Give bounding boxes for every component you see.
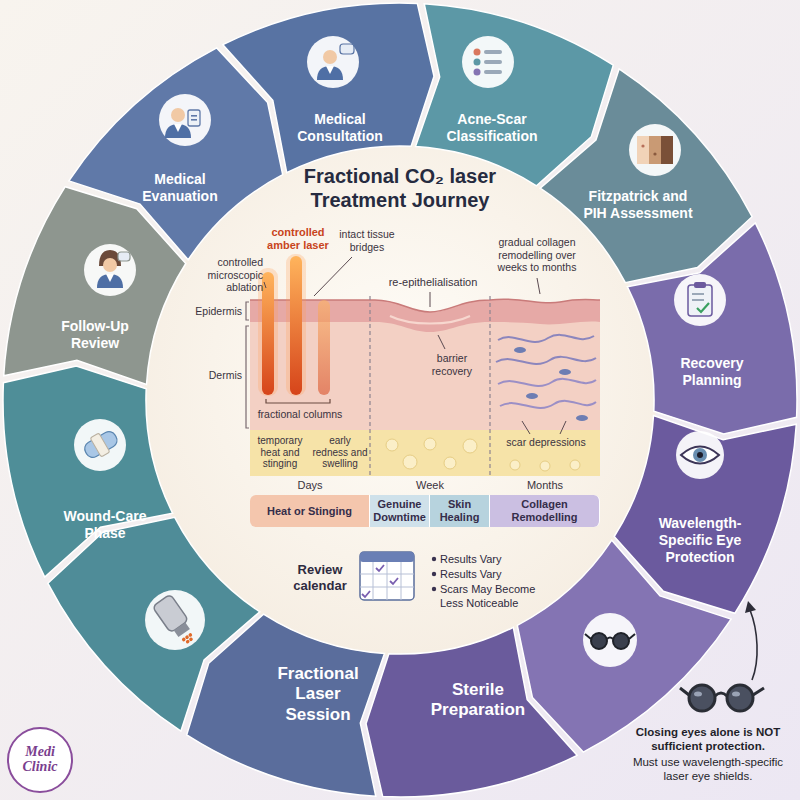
ring-segment-shape <box>627 223 797 434</box>
step-label: Medical Consultation <box>283 111 397 145</box>
journey-step: Fractional Laser Session <box>263 661 373 728</box>
annotation: Months <box>505 479 585 492</box>
step-label: Acne-Scar Classification <box>437 111 547 145</box>
annotation: scar depressions <box>500 436 592 449</box>
timeline-stage: Heat or Stinging <box>250 495 370 527</box>
annotation: gradual collagen remodelling over weeks … <box>484 236 590 274</box>
stage-label: Heat or Stinging <box>267 505 352 518</box>
ring-segment-shape <box>48 517 260 731</box>
step-label: Wavelength-Specific Eye Protection <box>648 515 752 565</box>
annotation: Dermis <box>186 369 242 382</box>
annotation: temporary heat and stinging <box>250 435 310 470</box>
diagram-title: Fractional CO₂ laser Treatment Journey <box>290 164 510 212</box>
timeline-stage: Collagen Remodelling <box>490 495 600 527</box>
ring-segment-shape <box>366 627 577 797</box>
step-label: Sterile Preparation <box>421 680 535 721</box>
journey-step: Wavelength-Specific Eye Protection <box>645 512 755 568</box>
stage-label: Genuine Downtime <box>373 498 426 523</box>
journey-step: Sterile Preparation <box>418 677 538 724</box>
step-label: Fractional Laser Session <box>266 664 370 725</box>
annotation: Days <box>270 479 350 492</box>
annotation: Review calendar <box>286 562 354 593</box>
ring-icons <box>74 36 726 667</box>
eye-shield-glasses <box>680 601 764 711</box>
annotation: early redness and swelling <box>310 435 370 470</box>
review-calendar-icon <box>360 552 436 600</box>
journey-step: Recovery Planning <box>657 352 767 392</box>
journey-step: Medical Evanuation <box>128 168 232 208</box>
annotation: Week <box>390 479 470 492</box>
annotation: Epidermis <box>186 305 242 318</box>
annotation: fractional columns <box>252 408 348 421</box>
annotation: Scars May Become Less Noticeable <box>440 582 550 610</box>
stage-label: Skin Healing <box>434 498 485 523</box>
step-label: Medical Evanuation <box>131 171 229 205</box>
annotation: Results Vary <box>440 552 550 566</box>
ring-segments <box>3 3 797 797</box>
ring-segment-shape <box>517 540 731 752</box>
ring-segment-shape <box>69 48 283 260</box>
journey-step: Follow-Up Review <box>45 315 145 355</box>
step-label: Fitzpatrick and PIH Assessment <box>576 188 700 222</box>
warning-note: Must use wavelength-specific laser eye s… <box>622 756 794 784</box>
annotation: Results Vary <box>440 567 550 581</box>
step-label: Follow-Up Review <box>48 318 142 352</box>
journey-step: Fitzpatrick and PIH Assessment <box>573 185 703 225</box>
step-label: Wound-Care Phase <box>53 508 157 542</box>
annotation: controlled amber laser <box>262 226 334 252</box>
annotation: controlled microscopic ablation <box>203 256 263 294</box>
warning-note: Closing eyes alone is NOT sufficient pro… <box>622 726 794 754</box>
journey-step: Medical Consultation <box>280 108 400 148</box>
skin-cross-section <box>246 254 600 476</box>
step-label: Recovery Planning <box>660 355 764 389</box>
journey-step: Wound-Care Phase <box>50 505 160 545</box>
annotation: intact tissue bridges <box>336 228 398 253</box>
logo-text: Medi Clinic <box>10 744 70 775</box>
annotation: re-epithelialisation <box>378 276 488 289</box>
journey-step: Acne-Scar Classification <box>434 108 550 148</box>
timeline-stage: Skin Healing <box>430 495 490 527</box>
timeline-stage: Genuine Downtime <box>370 495 430 527</box>
annotation: barrier recovery <box>422 352 482 377</box>
ring-segment-shape <box>3 366 173 577</box>
stage-label: Collagen Remodelling <box>494 498 595 523</box>
clinic-logo <box>8 728 72 792</box>
